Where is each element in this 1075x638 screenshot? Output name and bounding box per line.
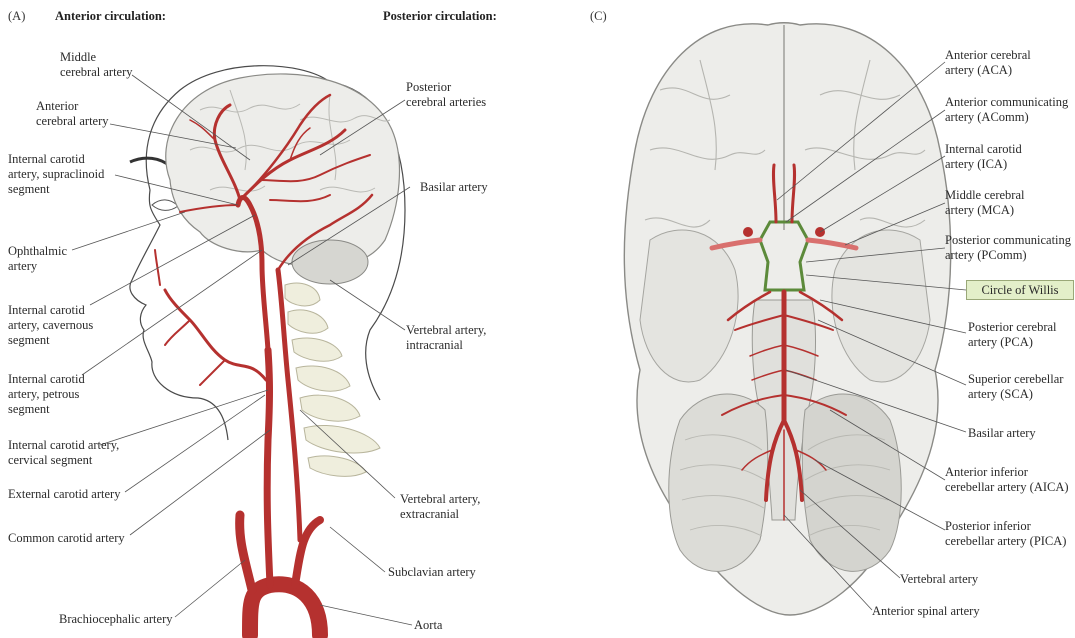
label-vertebral-intracranial: Vertebral artery,intracranial	[406, 323, 486, 353]
label-anterior-spinal: Anterior spinal artery	[872, 604, 980, 619]
label-basilar-artery-c: Basilar artery	[968, 426, 1036, 441]
eyebrow	[130, 158, 170, 166]
label-vertebral-extracranial: Vertebral artery,extracranial	[400, 492, 480, 522]
label-common-carotid: Common carotid artery	[8, 531, 125, 546]
panel-a-drawing	[130, 66, 405, 635]
brain	[166, 74, 400, 265]
label-vertebral-artery-c: Vertebral artery	[900, 572, 978, 587]
eye	[152, 200, 178, 211]
label-subclavian-artery: Subclavian artery	[388, 565, 476, 580]
anterior-circulation-heading: Anterior circulation:	[55, 9, 166, 24]
label-external-carotid: External carotid artery	[8, 487, 120, 502]
label-ica-cervical: Internal carotid artery,cervical segment	[8, 438, 119, 468]
cervical-spine	[285, 283, 380, 476]
label-aorta: Aorta	[414, 618, 442, 633]
posterior-circulation-heading: Posterior circulation:	[383, 9, 497, 24]
cerebellum-inferior	[669, 394, 768, 571]
panel-c-letter: (C)	[590, 9, 607, 24]
label-brachiocephalic: Brachiocephalic artery	[59, 612, 172, 627]
panel-a-letter: (A)	[8, 9, 25, 24]
circle-of-willis-box: Circle of Willis	[966, 280, 1074, 300]
cerebellum	[292, 240, 368, 284]
label-basilar-artery-a: Basilar artery	[420, 180, 488, 195]
